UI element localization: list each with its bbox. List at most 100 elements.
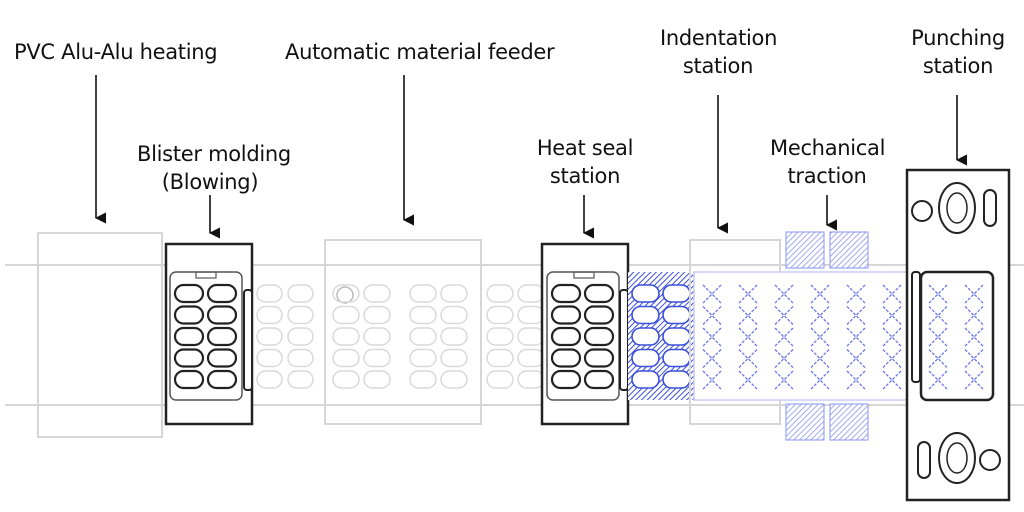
faint-cavity [440, 370, 468, 389]
faint-cavity [332, 348, 360, 368]
blister-cavity [583, 283, 615, 304]
faint-cavity [440, 348, 468, 368]
label-indentation: Indentation station [660, 26, 778, 78]
faint-cavity [256, 327, 283, 346]
faint-cavity [486, 348, 514, 368]
punch-mark [964, 327, 984, 347]
indent-mark [882, 306, 902, 325]
faint-cavity [486, 284, 514, 303]
label-punching: Punching station [911, 26, 1005, 78]
faint-cavity [287, 305, 314, 325]
blister-cavity [173, 326, 205, 347]
blister-cavity [206, 305, 238, 325]
label-heat-seal: Heat seal station [536, 136, 634, 188]
indentation-marks [702, 284, 902, 390]
blister-cavity [550, 305, 582, 325]
indent-mark [846, 370, 866, 390]
faint-cavity [332, 284, 360, 303]
sealed-blister [662, 348, 691, 368]
indent-mark [774, 349, 794, 368]
faint-cavity [517, 327, 545, 346]
sealed-blister [662, 327, 691, 346]
faint-cavity [409, 327, 437, 346]
blister-molding-station [164, 242, 254, 426]
heat-seal-station [540, 242, 630, 426]
faint-cavity [287, 327, 314, 346]
indent-mark [810, 370, 830, 390]
pvc-heating-box [37, 232, 163, 438]
indent-mark [846, 349, 866, 368]
faint-cavity [409, 305, 437, 325]
indent-mark [882, 349, 902, 368]
label-material-feeder: Automatic material feeder [285, 40, 555, 64]
indent-mark [738, 284, 758, 304]
faint-cavity [363, 348, 391, 368]
label-pvc-heating: PVC Alu-Alu heating [14, 40, 218, 64]
punch-mark [928, 349, 948, 368]
punch-mark [928, 370, 948, 390]
indent-mark [702, 284, 722, 304]
faint-cavity [332, 327, 360, 346]
blister-cavity [173, 283, 205, 304]
faint-cavity [256, 370, 283, 389]
punch-mark [928, 284, 948, 304]
blister-cavity [583, 305, 615, 325]
indent-mark [774, 370, 794, 390]
indent-mark [846, 284, 866, 304]
sealed-blister [662, 305, 691, 325]
blister-cavity [173, 348, 205, 368]
blister-cavity [550, 348, 582, 368]
faint-cavity [287, 370, 314, 389]
faint-cavity [440, 305, 468, 325]
faint-cavity [486, 327, 514, 346]
punch-mark [964, 306, 984, 325]
blister-cavity [550, 326, 582, 347]
faint-cavity [256, 284, 283, 303]
feeder-sensor-icon [336, 286, 354, 304]
faint-cavity [440, 327, 468, 346]
indent-mark [774, 306, 794, 325]
indent-mark [702, 327, 722, 347]
blister-cavity [206, 326, 238, 347]
indent-mark [738, 349, 758, 368]
sealed-blister [631, 370, 660, 389]
faint-cavity [409, 370, 437, 389]
indent-mark [810, 327, 830, 347]
indent-mark [882, 370, 902, 390]
faint-cavity [517, 305, 545, 325]
blister-cavity [550, 369, 582, 390]
mechanical-traction-rollers [785, 231, 869, 441]
faint-cavity [363, 370, 391, 389]
label-blister-molding: Blister molding (Blowing) [137, 142, 291, 194]
faint-cavity [256, 305, 283, 325]
faint-cavity [363, 327, 391, 346]
blister-cavity [583, 348, 615, 368]
blister-cavity [550, 283, 582, 304]
blister-cavity [583, 369, 615, 390]
indent-mark [738, 370, 758, 390]
punch-mark [964, 370, 984, 390]
sealed-blister [662, 284, 691, 303]
indent-mark [738, 327, 758, 347]
faint-cavity [486, 370, 514, 389]
indent-mark [738, 306, 758, 325]
indent-mark [882, 284, 902, 304]
sealed-blister [631, 348, 660, 368]
blister-cavity [206, 348, 238, 368]
faint-cavity [486, 305, 514, 325]
blister-cavity [173, 305, 205, 325]
faint-cavity [256, 348, 283, 368]
indent-mark [774, 327, 794, 347]
faint-cavity [332, 305, 360, 325]
faint-cavity [332, 370, 360, 389]
indent-mark [882, 327, 902, 347]
punching-station [905, 168, 1011, 502]
indent-mark [846, 306, 866, 325]
blister-cavity [173, 369, 205, 390]
indent-mark [702, 349, 722, 368]
faint-cavity [287, 348, 314, 368]
punch-mark [964, 349, 984, 368]
faint-cavity [517, 370, 545, 389]
punch-mark [964, 284, 984, 304]
sealed-blister [662, 370, 691, 389]
